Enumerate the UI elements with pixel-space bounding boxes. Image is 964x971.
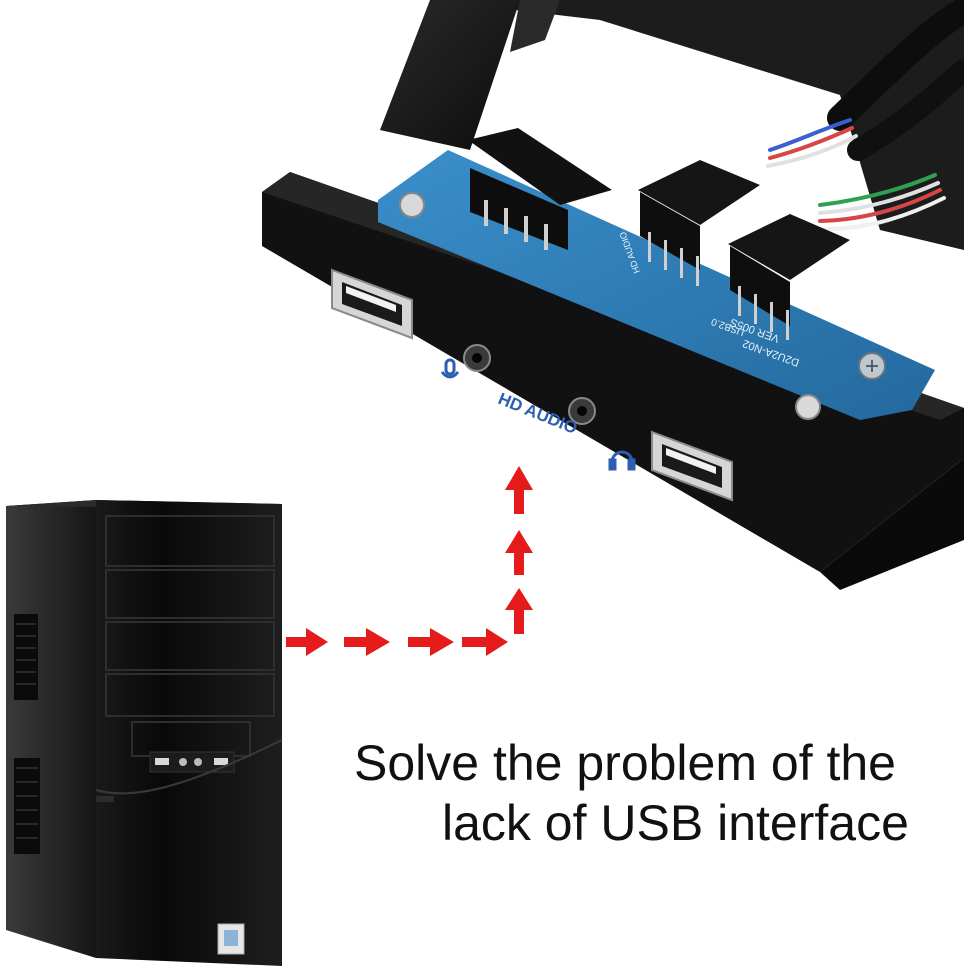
usb-port-left [331,268,413,340]
caption-line-1: Solve the problem of the [354,735,896,791]
usb-port-right [651,430,733,502]
arrow-path [286,466,533,656]
arrow-right-icon [462,628,508,656]
caption-line-2: lack of USB interface [442,795,909,851]
audio-jack-mic [463,344,491,372]
side-vent-lower [14,758,40,854]
arrow-up-icon [505,530,533,575]
pc-tower [6,500,283,966]
tower-front-ports [149,751,235,773]
sticker [217,923,245,955]
microphone-icon [440,358,460,379]
headphones-icon [608,450,636,471]
cables [766,0,964,232]
arrow-right-icon [408,628,454,656]
arrow-up-icon [505,588,533,634]
arrow-right-icon [344,628,390,656]
arrow-up-icon [505,466,533,514]
circuit-board: VER 005S USB2.0 D2U2A-N02 HD AUDIO [378,128,935,420]
arrow-right-icon [286,628,328,656]
side-vent-upper [14,614,38,700]
drive-bay-covers [105,515,275,757]
audio-jack-headphone [568,397,596,425]
